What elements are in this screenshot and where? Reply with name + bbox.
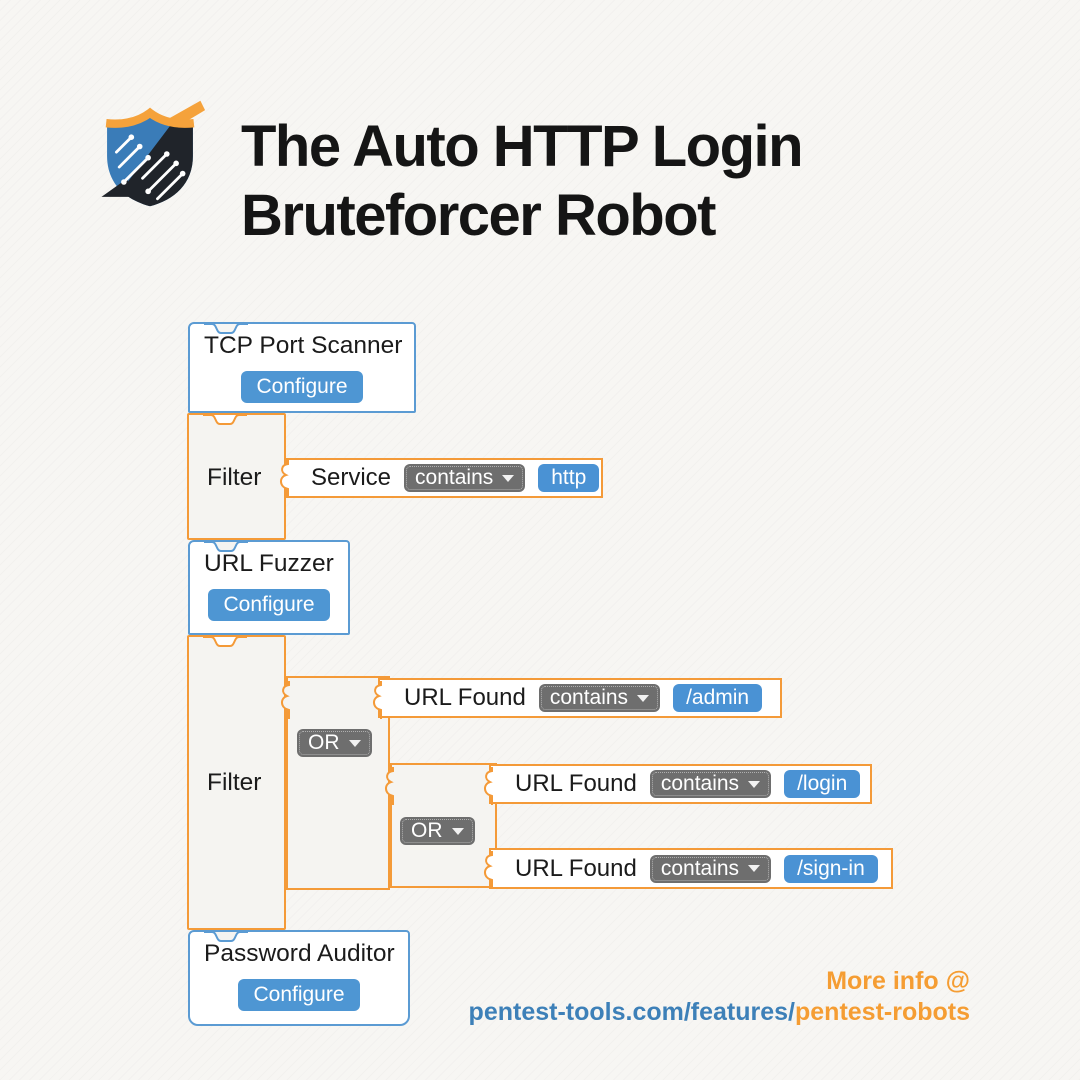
left-notch bbox=[385, 767, 394, 805]
filter-label: Filter bbox=[207, 769, 262, 796]
block-password-auditor[interactable]: Password Auditor Configure bbox=[188, 930, 410, 1026]
dropdown-caret-icon bbox=[451, 827, 464, 835]
pentest-tools-shield-logo bbox=[101, 100, 206, 207]
top-notch bbox=[204, 931, 248, 942]
page-title-line1: The Auto HTTP Login bbox=[241, 114, 804, 179]
footer-link-path[interactable]: pentest-robots bbox=[795, 998, 970, 1026]
filter-label: Filter bbox=[207, 464, 262, 491]
or-operator-select[interactable]: OR bbox=[400, 817, 475, 845]
configure-button[interactable]: Configure bbox=[238, 979, 360, 1011]
block-filter-service[interactable]: Filter bbox=[187, 413, 286, 540]
top-notch bbox=[203, 414, 247, 425]
or-group-outer[interactable]: OR bbox=[281, 676, 390, 890]
value-chip-login[interactable]: /login bbox=[784, 770, 861, 798]
condition-field-label: Service bbox=[311, 464, 392, 491]
page-title: The Auto HTTP Login Bruteforcer Robot bbox=[241, 112, 804, 250]
left-notch bbox=[280, 460, 289, 498]
value-chip-signin[interactable]: /sign-in bbox=[784, 854, 878, 883]
dropdown-caret-icon bbox=[748, 780, 761, 788]
operator-value: contains bbox=[549, 686, 629, 709]
block-tcp-port-scanner[interactable]: TCP Port Scanner Configure bbox=[188, 322, 416, 413]
dropdown-caret-icon bbox=[637, 694, 650, 702]
condition-url-found-admin[interactable]: URL Found contains /admin bbox=[373, 678, 782, 719]
operator-value: contains bbox=[660, 856, 740, 880]
top-notch bbox=[203, 636, 247, 647]
block-url-fuzzer[interactable]: URL Fuzzer Configure bbox=[188, 540, 350, 635]
block-filter-url[interactable]: Filter bbox=[187, 635, 286, 930]
page-title-line2: Bruteforcer Robot bbox=[241, 183, 716, 248]
or-operator-value: OR bbox=[308, 731, 340, 754]
condition-field-label: URL Found bbox=[515, 854, 637, 882]
condition-service-contains-http[interactable]: Service contains http bbox=[280, 458, 603, 498]
footer: More info @ pentest-tools.com/features/p… bbox=[469, 966, 970, 1028]
condition-field-label: URL Found bbox=[404, 684, 526, 711]
or-operator-value: OR bbox=[411, 819, 443, 842]
operator-value: contains bbox=[660, 772, 740, 795]
configure-button[interactable]: Configure bbox=[208, 589, 330, 621]
left-notch bbox=[373, 681, 382, 719]
operator-select[interactable]: contains bbox=[538, 684, 661, 712]
left-notch bbox=[484, 767, 493, 805]
dropdown-caret-icon bbox=[348, 739, 361, 747]
condition-url-found-login[interactable]: URL Found contains /login bbox=[484, 764, 872, 805]
footer-more-info: More info @ bbox=[826, 967, 970, 995]
block-title: Password Auditor bbox=[204, 940, 395, 967]
top-notch bbox=[204, 323, 248, 334]
dropdown-caret-icon bbox=[748, 865, 761, 872]
operator-select[interactable]: contains bbox=[404, 464, 526, 492]
footer-link-domain[interactable]: pentest-tools.com/features/ bbox=[468, 998, 795, 1026]
block-title: TCP Port Scanner bbox=[204, 332, 403, 359]
configure-button[interactable]: Configure bbox=[241, 371, 363, 403]
or-operator-select[interactable]: OR bbox=[297, 729, 372, 757]
top-notch bbox=[204, 541, 248, 552]
operator-value: contains bbox=[415, 466, 494, 489]
operator-select[interactable]: contains bbox=[649, 854, 772, 883]
condition-field-label: URL Found bbox=[515, 770, 637, 797]
operator-select[interactable]: contains bbox=[649, 770, 772, 798]
condition-url-found-signin[interactable]: URL Found contains /sign-in bbox=[484, 848, 893, 889]
block-title: URL Fuzzer bbox=[204, 550, 334, 577]
value-chip-http[interactable]: http bbox=[538, 464, 600, 492]
value-chip-admin[interactable]: /admin bbox=[673, 684, 763, 712]
left-notch bbox=[281, 681, 290, 719]
left-notch bbox=[484, 851, 493, 889]
footer-link[interactable]: pentest-tools.com/features/pentest-robot… bbox=[469, 997, 970, 1028]
or-group-inner[interactable]: OR bbox=[385, 763, 497, 888]
dropdown-caret-icon bbox=[502, 474, 515, 482]
